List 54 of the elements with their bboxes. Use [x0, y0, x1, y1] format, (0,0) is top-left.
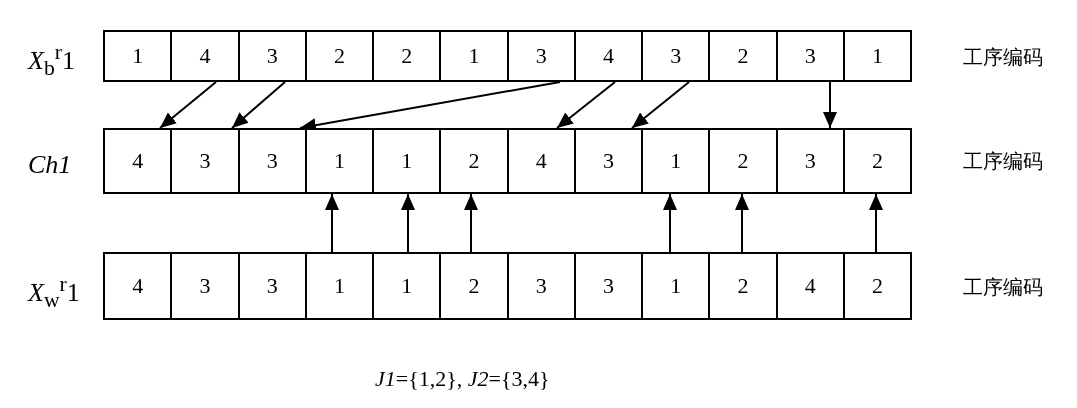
arrow	[464, 193, 478, 253]
gene-cell: 4	[170, 30, 240, 82]
arrow	[401, 193, 415, 253]
row-caption: 工序编码	[963, 275, 1043, 300]
gene-cell: 2	[372, 30, 442, 82]
gene-cell: 2	[304, 30, 374, 82]
gene-cell: 2	[439, 252, 509, 320]
gene-cell: 1	[641, 252, 711, 320]
row-label: Ch1	[28, 150, 72, 180]
gene-cell: 3	[237, 30, 307, 82]
gene-cell: 1	[304, 252, 374, 320]
gene-cell: 3	[573, 252, 643, 320]
arrow	[231, 81, 286, 129]
gene-cell: 1	[372, 128, 442, 194]
arrow	[663, 193, 677, 253]
gene-cell: 1	[304, 128, 374, 194]
gene-cell: 3	[641, 30, 711, 82]
gene-cell: 2	[708, 252, 778, 320]
gene-cell: 4	[103, 252, 173, 320]
arrow	[869, 193, 883, 253]
gene-cell: 3	[775, 128, 845, 194]
gene-cell: 3	[237, 128, 307, 194]
gene-cell: 1	[103, 30, 173, 82]
gene-cell: 1	[842, 30, 912, 82]
row-caption: 工序编码	[963, 45, 1043, 70]
arrow	[556, 81, 616, 129]
row-label: X$_{w}$$^{r}$1	[28, 272, 80, 313]
gene-cell: 1	[372, 252, 442, 320]
gene-cell: 3	[506, 252, 576, 320]
gene-cell: 1	[439, 30, 509, 82]
gene-cell: 3	[170, 128, 240, 194]
gene-cell: 2	[439, 128, 509, 194]
arrow	[159, 81, 217, 129]
gene-cell: 4	[506, 128, 576, 194]
gene-cell: 3	[170, 252, 240, 320]
gene-cell: 4	[103, 128, 173, 194]
gene-cell: 4	[573, 30, 643, 82]
gene-cell: 2	[842, 128, 912, 194]
gene-cell: 2	[842, 252, 912, 320]
gene-cell: 3	[775, 30, 845, 82]
gene-cell: 3	[573, 128, 643, 194]
gene-cell: 4	[775, 252, 845, 320]
row-label: X$_{b}$$^{r}$1	[28, 40, 75, 81]
gene-cell: 2	[708, 30, 778, 82]
set-note: J1={1,2}, J2={3,4}	[375, 366, 550, 392]
gene-cell: 1	[641, 128, 711, 194]
gene-cell: 3	[506, 30, 576, 82]
gene-cell: 3	[237, 252, 307, 320]
arrow	[823, 81, 837, 129]
row-caption: 工序编码	[963, 149, 1043, 174]
gene-cell: 2	[708, 128, 778, 194]
arrow	[631, 81, 690, 129]
arrow	[325, 193, 339, 253]
arrow	[735, 193, 749, 253]
